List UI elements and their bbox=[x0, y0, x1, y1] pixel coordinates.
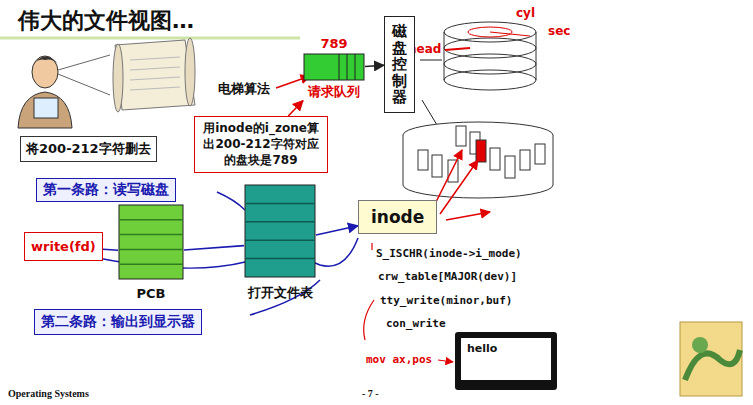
code-line: S_ISCHR(inode->i_mode) bbox=[376, 247, 522, 260]
algorithm-label: 电梯算法 bbox=[218, 80, 270, 98]
file-table-stack: 打开文件表 bbox=[244, 184, 316, 302]
box-text: 用inode的i_zone算出200-212字符对应的盘块是789 bbox=[199, 120, 323, 169]
callout-box: 用inode的i_zone算出200-212字符对应的盘块是789 bbox=[194, 116, 328, 173]
queue-label: 请求队列 bbox=[308, 83, 360, 101]
path-curves bbox=[98, 192, 358, 315]
disk-platters bbox=[444, 22, 536, 90]
title-rule bbox=[0, 37, 300, 40]
inode-box: inode bbox=[358, 200, 437, 234]
person-figure bbox=[18, 55, 110, 128]
box-text: inode bbox=[371, 207, 424, 227]
box-text: 磁盘控制器 bbox=[392, 23, 407, 106]
inode-pointers bbox=[432, 150, 490, 220]
code-line: tty_write(minor,buf) bbox=[380, 294, 512, 307]
code-line: crw_table[MAJOR(dev)] bbox=[378, 270, 517, 283]
code-line: mov ax,pos bbox=[366, 353, 432, 366]
slide-title: 伟大的文件视图… bbox=[18, 6, 194, 36]
queue-box bbox=[303, 53, 365, 81]
book-cover bbox=[680, 322, 742, 396]
connector bbox=[365, 65, 384, 66]
part-name: sec bbox=[548, 24, 570, 38]
pcb-stack: PCB bbox=[118, 204, 184, 301]
connector bbox=[288, 101, 303, 116]
route-box: 第二条路：输出到显示器 bbox=[34, 309, 202, 335]
table-name: PCB bbox=[118, 286, 184, 301]
box-text: 第一条路：读写磁盘 bbox=[43, 181, 169, 199]
connector bbox=[184, 246, 244, 250]
footer-text: Operating Systems bbox=[8, 388, 89, 399]
code-line: con_write bbox=[386, 317, 446, 330]
table-name: 打开文件表 bbox=[244, 284, 316, 302]
box-text: write(fd) bbox=[31, 239, 96, 254]
table-rows bbox=[118, 204, 184, 280]
table-rows bbox=[244, 184, 316, 278]
disk-controller: 磁盘控制器 bbox=[384, 16, 415, 113]
connector bbox=[103, 249, 118, 250]
monitor-screen: hello bbox=[455, 332, 557, 390]
part-name: cyl bbox=[516, 6, 535, 20]
call-box: write(fd) bbox=[24, 232, 103, 261]
block-number: 789 bbox=[320, 36, 347, 51]
box-text: hello bbox=[467, 342, 545, 355]
box-text: 将200-212字符删去 bbox=[26, 140, 151, 158]
route-box: 第一条路：读写磁盘 bbox=[36, 178, 176, 202]
note-box: 将200-212字符删去 bbox=[20, 136, 157, 162]
request-queue: 789 请求队列 bbox=[303, 36, 365, 101]
connector bbox=[316, 226, 358, 235]
scroll-figure bbox=[113, 38, 195, 112]
controller-wire bbox=[420, 60, 442, 61]
box-text: 第二条路：输出到显示器 bbox=[41, 313, 195, 331]
page-number: - 7 - bbox=[362, 388, 379, 399]
